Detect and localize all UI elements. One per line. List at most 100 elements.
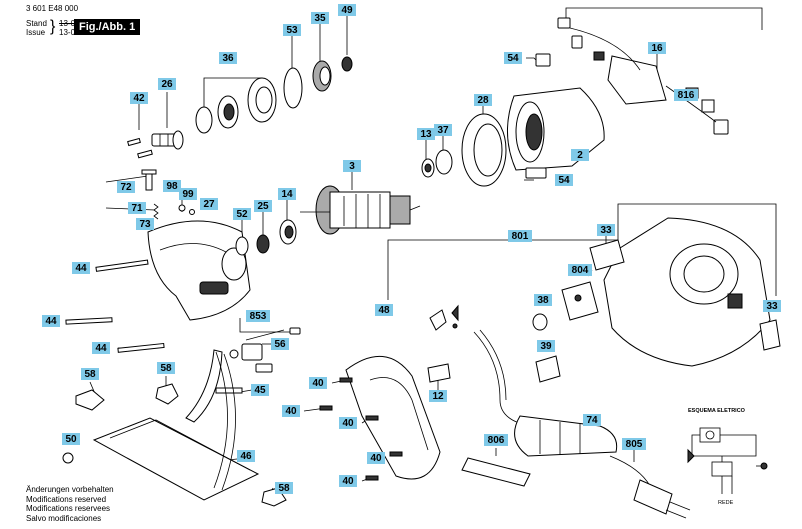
callout-text: 53 (286, 25, 298, 36)
callout-44: 44 (72, 262, 90, 274)
callout-text: 816 (678, 90, 695, 101)
switch-assembly-16 (557, 17, 729, 135)
callout-text: 3 (349, 161, 355, 172)
callout-text: 37 (437, 125, 449, 136)
callout-text: 58 (278, 483, 290, 494)
needle-bearing-49 (341, 56, 353, 72)
callout-45: 45 (251, 384, 269, 396)
callout-text: 804 (572, 265, 589, 276)
callout-49: 49 (338, 4, 356, 16)
callout-text: 40 (342, 418, 354, 429)
callout-38: 38 (534, 294, 552, 306)
callout-text: 39 (540, 341, 552, 352)
screws-42 (127, 137, 153, 159)
callout-13: 13 (417, 128, 435, 140)
cover-33-right (759, 319, 781, 351)
carbon-brush-54-bottom (525, 167, 547, 179)
callout-16: 16 (648, 42, 666, 54)
motor-housing-801 (603, 217, 771, 367)
callout-text: 14 (281, 189, 293, 200)
callout-text: 16 (651, 43, 663, 54)
callout-text: 35 (314, 13, 326, 24)
cable-clip-12 (427, 363, 451, 383)
callout-12: 12 (429, 390, 447, 402)
callout-54: 54 (504, 52, 522, 64)
document-number: 3 601 E48 000 (26, 4, 79, 13)
stand-label: Stand (26, 19, 47, 28)
callout-27: 27 (200, 198, 218, 210)
base-plate-46 (92, 349, 260, 501)
note-de: Änderungen vorbehalten (26, 485, 114, 494)
callout-58: 58 (157, 362, 175, 374)
callout-text: 52 (236, 209, 248, 220)
callout-text: 27 (203, 199, 215, 210)
switch-block-804 (561, 281, 599, 321)
callout-36: 36 (219, 52, 237, 64)
callout-text: 48 (378, 305, 390, 316)
callout-text: 58 (160, 363, 172, 374)
screw-44-middle (65, 317, 113, 325)
callout-46: 46 (237, 450, 255, 462)
callout-text: 56 (274, 339, 286, 350)
callout-text: 2 (577, 150, 583, 161)
callout-text: 38 (537, 295, 549, 306)
screw-40-1 (339, 377, 353, 383)
callout-40: 40 (282, 405, 300, 417)
tube-806 (461, 457, 531, 487)
callout-50: 50 (62, 433, 80, 445)
callout-56: 56 (271, 338, 289, 350)
callout-text: 26 (161, 79, 173, 90)
callout-text: 44 (95, 343, 107, 354)
callout-58: 58 (81, 368, 99, 380)
callout-35: 35 (311, 12, 329, 24)
carbon-brush-54-top (535, 53, 551, 67)
callout-text: 45 (254, 385, 266, 396)
callout-40: 40 (309, 377, 327, 389)
callout-48: 48 (375, 304, 393, 316)
callout-42: 42 (130, 92, 148, 104)
callout-44: 44 (42, 315, 60, 327)
callout-text: 40 (285, 406, 297, 417)
callout-text: 54 (558, 175, 570, 186)
callout-73: 73 (136, 218, 154, 230)
callout-text: 49 (341, 5, 353, 16)
spindle-lock-72 (141, 169, 157, 191)
note-en: Modifications reserved (26, 494, 107, 504)
callout-853: 853 (246, 310, 270, 322)
callout-14: 14 (278, 188, 296, 200)
header-brace: } (50, 18, 56, 35)
screw-45 (215, 387, 243, 394)
knob-38 (532, 313, 548, 331)
callout-53: 53 (283, 24, 301, 36)
bearing-14 (279, 219, 297, 245)
o-ring-53 (283, 67, 303, 109)
callout-52: 52 (233, 208, 251, 220)
callout-25: 25 (254, 200, 272, 212)
note-fr: Modifications reservees (26, 504, 111, 513)
callout-text: 806 (488, 435, 505, 446)
callout-text: 40 (312, 378, 324, 389)
callout-99: 99 (179, 188, 197, 200)
callout-text: 54 (507, 53, 519, 64)
note-es: Salvo modificaciones (26, 513, 102, 523)
nut-50 (62, 452, 74, 464)
callout-text: 801 (512, 231, 529, 242)
bearing-25 (256, 234, 270, 254)
issue-label: Issue (26, 28, 46, 37)
callout-33: 33 (597, 224, 615, 236)
screw-40-4 (389, 451, 403, 457)
callout-text: 25 (257, 201, 269, 212)
callout-text: 40 (370, 453, 382, 464)
gear-cover-36 (195, 77, 277, 134)
motor-symbol (699, 427, 721, 443)
callout-28: 28 (474, 94, 492, 106)
callout-text: 44 (75, 263, 87, 274)
callout-text: 58 (84, 369, 96, 380)
callout-text: 40 (342, 476, 354, 487)
bearing-seat-37 (435, 149, 453, 175)
callout-40: 40 (367, 452, 385, 464)
clamp-set-853 (229, 327, 301, 373)
screw-44-bottom (117, 342, 165, 353)
spring-71 (153, 203, 159, 220)
